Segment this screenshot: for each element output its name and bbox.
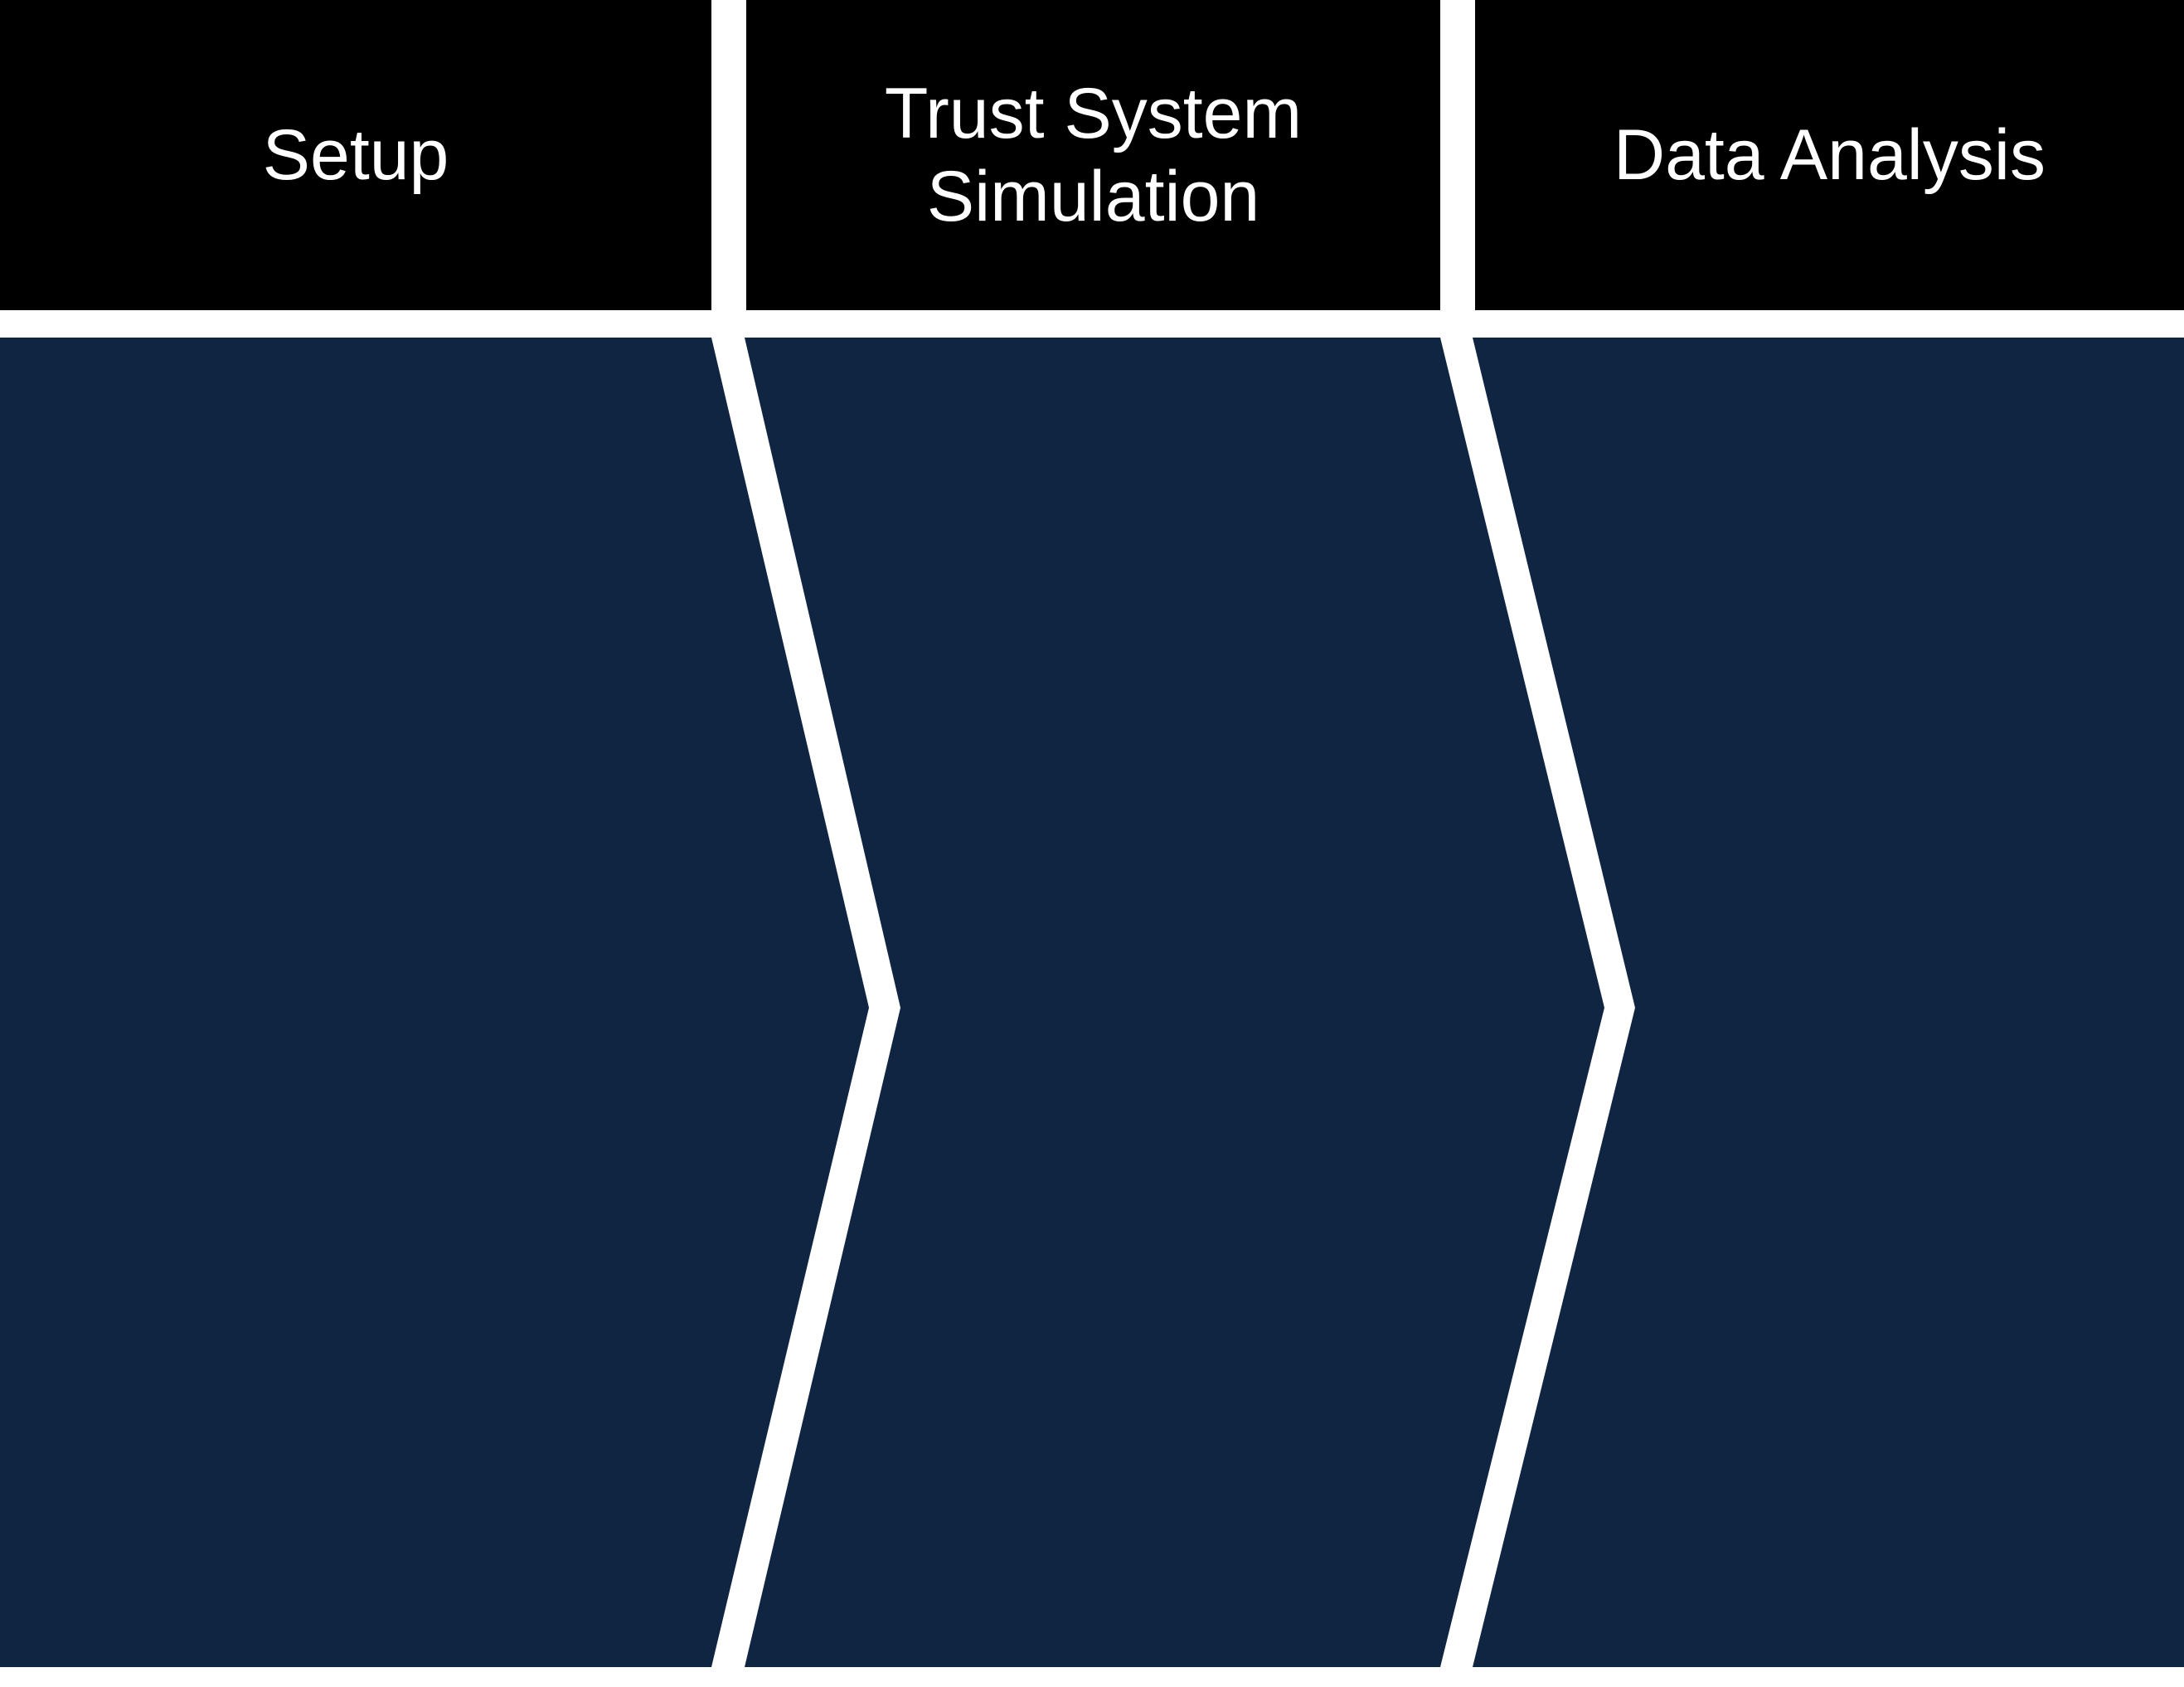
stage-header-label: Setup bbox=[262, 115, 449, 195]
stage-header-trust-system-simulation: Trust System Simulation bbox=[746, 0, 1440, 310]
chevron-trust-system-simulation bbox=[745, 338, 1604, 1667]
chevron-setup bbox=[0, 338, 869, 1667]
stage-header-label-line2: Simulation bbox=[926, 157, 1260, 236]
stage-header-label: Data Analysis bbox=[1613, 115, 2046, 195]
stage-header-data-analysis: Data Analysis bbox=[1475, 0, 2184, 310]
stage-header-label-line1: Trust System bbox=[884, 74, 1303, 153]
stage-header-label: Trust System Simulation bbox=[885, 72, 1302, 238]
stage-header-setup: Setup bbox=[0, 0, 711, 310]
chevron-data-analysis bbox=[1473, 338, 2184, 1667]
